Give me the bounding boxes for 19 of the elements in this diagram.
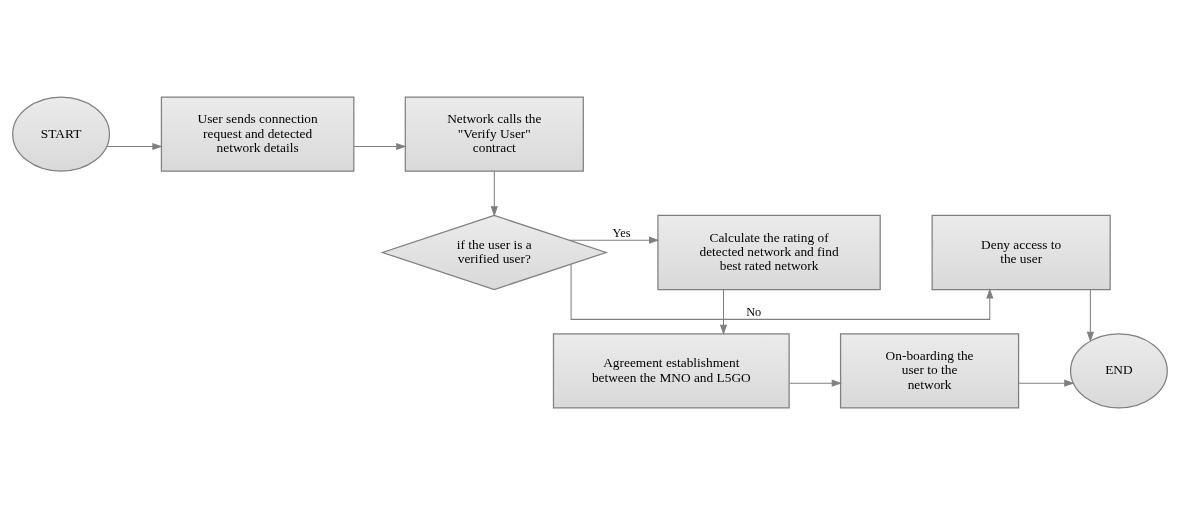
arrow [719, 289, 728, 335]
node-box: Agreement establishment between the MNO and L5GO [552, 333, 790, 409]
node-diamond: if the user is a verified user? [380, 214, 609, 291]
arrow [1018, 379, 1075, 387]
arrow [788, 379, 842, 387]
node-ellipse: START [12, 96, 111, 172]
arrow [1086, 289, 1094, 343]
node-box: Network calls the "Verify User" contract [404, 96, 584, 172]
arrow [568, 236, 660, 244]
node-box: Calculate the rating of detected network and find best rated network [657, 214, 881, 291]
edge-label: Yes [612, 225, 631, 240]
edge-label: No [746, 304, 762, 319]
arrow [353, 142, 407, 151]
node-box: On-boarding the user to the network [839, 333, 1020, 409]
arrow [490, 170, 498, 217]
arrow [106, 142, 163, 151]
arrow [570, 263, 994, 320]
node-box: Deny access to the user [931, 214, 1111, 291]
node-box: User sends connection request and detected network details [160, 96, 355, 172]
